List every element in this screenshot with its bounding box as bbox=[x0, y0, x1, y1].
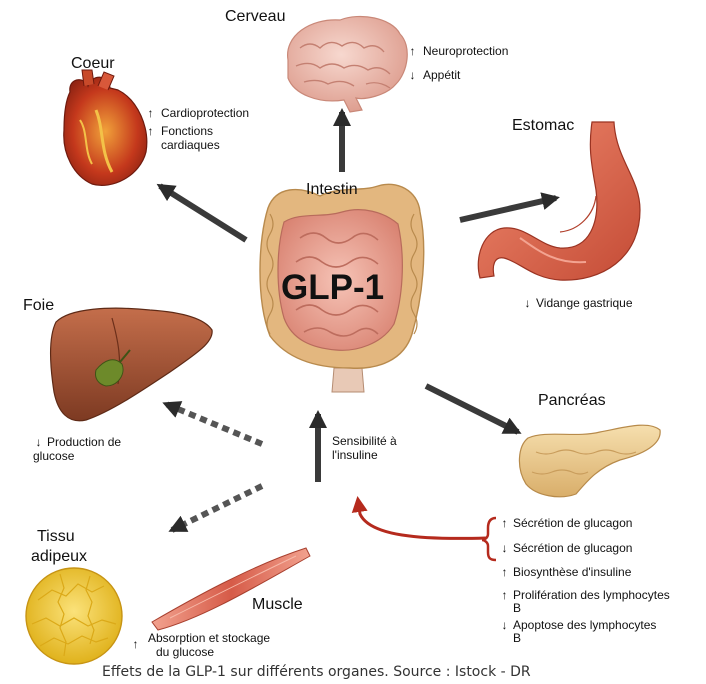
down-arrow-icon: ↓ bbox=[408, 68, 417, 82]
liver-illustration bbox=[51, 308, 213, 421]
effect-text-line2: l'insuline bbox=[332, 448, 397, 462]
arrow-to-fat-tissue bbox=[172, 486, 262, 530]
arrow-to-liver bbox=[166, 404, 262, 444]
down-arrow-icon: ↓ bbox=[523, 296, 532, 310]
effect-text: Vidange gastrique bbox=[536, 296, 633, 310]
effect-sensibilite-insuline: Sensibilité à l'insuline bbox=[332, 434, 397, 462]
label-glp1: GLP-1 bbox=[281, 268, 384, 308]
label-intestin: Intestin bbox=[306, 181, 358, 199]
label-foie: Foie bbox=[23, 297, 54, 315]
effect-text-line1: Production de bbox=[47, 435, 121, 449]
effect-text: Apoptose des lymphocytes B bbox=[513, 619, 656, 645]
heart-illustration bbox=[64, 70, 147, 185]
effect-proliferation-lymphocytes: ↑ Prolifération des lymphocytes B bbox=[500, 589, 670, 615]
down-arrow-icon: ↓ bbox=[34, 435, 43, 449]
arrow-to-stomach bbox=[460, 198, 556, 220]
up-arrow-icon: ↑ bbox=[500, 517, 509, 530]
effect-secretion-glucagon-up: ↑ Sécrétion de glucagon bbox=[500, 517, 670, 530]
effect-apoptose-lymphocytes: ↓ Apoptose des lymphocytes B bbox=[500, 619, 670, 645]
label-muscle: Muscle bbox=[252, 596, 303, 614]
brain-illustration bbox=[288, 16, 408, 112]
effect-absorption-glucose: ↑ Absorption et stockage du glucose bbox=[131, 631, 270, 659]
arrow-to-heart bbox=[160, 186, 246, 240]
up-arrow-icon: ↑ bbox=[146, 124, 155, 138]
effect-text-line2: cardiaques bbox=[161, 138, 220, 152]
effect-text: Sécrétion de glucagon bbox=[513, 542, 632, 555]
effect-text-line2: du glucose bbox=[156, 645, 214, 659]
label-pancreas: Pancréas bbox=[538, 392, 606, 410]
effect-secretion-glucagon-down: ↓ Sécrétion de glucagon bbox=[500, 542, 670, 555]
effect-text: Neuroprotection bbox=[423, 44, 508, 58]
effect-fonctions-cardiaques: ↑ Fonctions cardiaques bbox=[146, 124, 249, 152]
effect-text-line2: B bbox=[513, 631, 521, 645]
up-arrow-icon: ↑ bbox=[500, 589, 509, 602]
label-tissu-adipeux: Tissu adipeux bbox=[37, 527, 87, 567]
effect-biosynthese-insuline: ↑ Biosynthèse d'insuline bbox=[500, 566, 670, 579]
effect-text: Cardioprotection bbox=[161, 106, 249, 120]
label-estomac: Estomac bbox=[512, 117, 574, 135]
effect-vidange-gastrique: ↓ Vidange gastrique bbox=[523, 296, 633, 310]
effect-text-line1: Apoptose des lymphocytes bbox=[513, 618, 656, 632]
effect-cardioprotection: ↑ Cardioprotection bbox=[146, 106, 249, 120]
effect-production-glucose: ↓ Production de glucose bbox=[34, 435, 121, 463]
label-tissu-line2: adipeux bbox=[31, 547, 87, 567]
effects-pancreas: ↑ Sécrétion de glucagon ↓ Sécrétion de g… bbox=[500, 517, 670, 645]
effect-text-line2: B bbox=[513, 601, 521, 615]
fat-tissue-illustration bbox=[26, 568, 122, 664]
label-tissu-line1: Tissu bbox=[37, 527, 87, 547]
effect-text: Fonctions cardiaques bbox=[161, 124, 220, 152]
effect-text-line2: glucose bbox=[33, 449, 74, 463]
down-arrow-icon: ↓ bbox=[500, 542, 509, 555]
effect-neuroprotection: ↑ Neuroprotection bbox=[408, 44, 508, 58]
effect-text-line1: Fonctions bbox=[161, 124, 213, 138]
effect-appetit: ↓ Appétit bbox=[408, 68, 508, 82]
up-arrow-icon: ↑ bbox=[500, 566, 509, 579]
effect-text: Absorption et stockage du glucose bbox=[148, 631, 270, 659]
effect-text: Appétit bbox=[423, 68, 460, 82]
figure-caption: Effets de la GLP-1 sur différents organe… bbox=[102, 664, 531, 680]
effects-cerveau: ↑ Neuroprotection ↓ Appétit bbox=[408, 44, 508, 82]
effect-text-line1: Absorption et stockage bbox=[148, 631, 270, 645]
up-arrow-icon: ↑ bbox=[408, 44, 417, 58]
muscle-illustration bbox=[152, 548, 310, 630]
effect-text-line1: Prolifération des lymphocytes bbox=[513, 588, 670, 602]
up-arrow-icon: ↑ bbox=[146, 106, 155, 120]
effect-text: Sécrétion de glucagon bbox=[513, 517, 632, 530]
bracket bbox=[482, 518, 496, 560]
down-arrow-icon: ↓ bbox=[500, 619, 509, 632]
effect-text: Prolifération des lymphocytes B bbox=[513, 589, 670, 615]
feedback-arrow bbox=[358, 500, 486, 538]
stomach-illustration bbox=[478, 122, 640, 280]
up-arrow-icon: ↑ bbox=[131, 637, 140, 651]
pancreas-illustration bbox=[519, 425, 660, 497]
arrow-to-pancreas bbox=[426, 386, 518, 432]
effect-text: Biosynthèse d'insuline bbox=[513, 566, 631, 579]
label-coeur: Coeur bbox=[71, 55, 115, 73]
label-cerveau: Cerveau bbox=[225, 8, 285, 26]
effect-text-line1: Sensibilité à bbox=[332, 434, 397, 448]
effects-coeur: ↑ Cardioprotection ↑ Fonctions cardiaque… bbox=[146, 106, 249, 152]
effect-text: Production de glucose bbox=[47, 435, 121, 463]
